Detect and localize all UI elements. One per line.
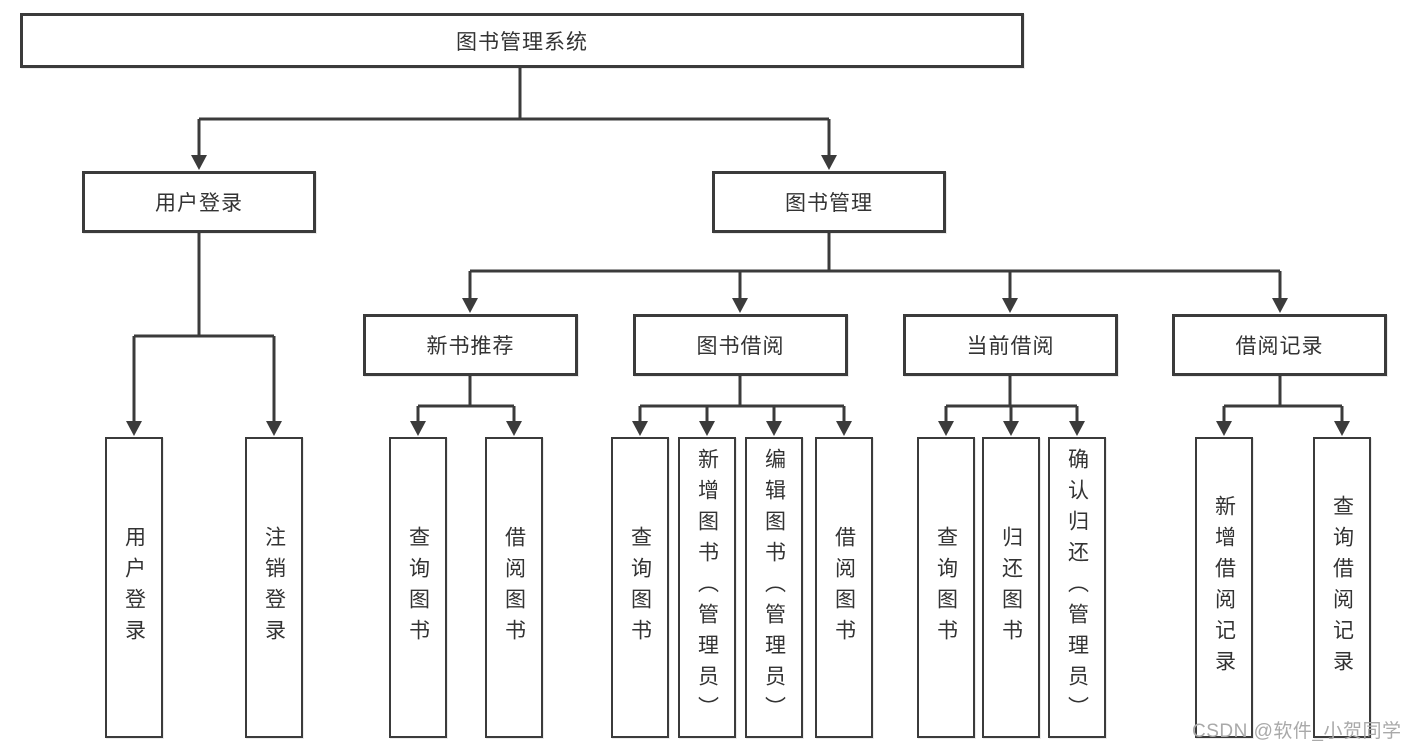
node-system-root-label: 图书管理系统 [456,30,588,54]
node-borrow-records-label: 借阅记录 [1235,335,1324,358]
node-leaf-borrow-books-recommend: 借阅图书 [485,437,543,738]
leaf-label: 编辑图书（管理员） [762,448,786,727]
node-leaf-user-login-action: 用户登录 [105,437,163,738]
node-new-book-recommend-label: 新书推荐 [426,335,515,358]
leaf-label: 新增图书（管理员） [695,448,719,727]
node-current-borrow: 当前借阅 [903,314,1118,376]
node-leaf-query-borrow-record: 查询借阅记录 [1313,437,1371,738]
node-leaf-query-books-current: 查询图书 [917,437,975,738]
node-system-root: 图书管理系统 [20,13,1024,68]
node-book-management-label: 图书管理 [785,192,873,215]
node-user-login-label: 用户登录 [155,192,243,215]
node-leaf-add-books-admin: 新增图书（管理员） [678,437,736,738]
leaf-label: 借阅图书 [832,525,856,650]
leaf-label: 确认归还（管理员） [1065,448,1089,727]
connector-root-to-level2 [191,68,837,170]
leaf-label: 查询借阅记录 [1330,494,1354,681]
leaf-label: 新增借阅记录 [1212,494,1236,681]
node-user-login: 用户登录 [82,171,316,233]
node-leaf-logout-action: 注销登录 [245,437,303,738]
node-leaf-query-books-borrow: 查询图书 [611,437,669,738]
node-book-borrow: 图书借阅 [633,314,848,376]
connector-borrow-records-to-leaves [1216,376,1350,436]
node-leaf-return-books: 归还图书 [982,437,1040,738]
leaf-label: 用户登录 [122,525,146,650]
node-book-borrow-label: 图书借阅 [696,335,785,358]
leaf-label: 借阅图书 [502,525,526,650]
leaf-label: 注销登录 [262,525,286,650]
leaf-label: 归还图书 [999,525,1023,650]
connector-book-management-to-level3 [462,233,1288,313]
leaf-label: 查询图书 [628,525,652,650]
connector-current-borrow-to-leaves [938,376,1085,436]
csdn-watermark: CSDN @软件_小贺同学 [1192,721,1402,742]
node-leaf-add-borrow-record: 新增借阅记录 [1195,437,1253,738]
node-leaf-confirm-return-admin: 确认归还（管理员） [1048,437,1106,738]
node-new-book-recommend: 新书推荐 [363,314,578,376]
node-leaf-edit-books-admin: 编辑图书（管理员） [745,437,803,738]
connector-new-book-recommend-to-leaves [410,376,522,436]
node-book-management: 图书管理 [712,171,946,233]
connector-user-login-to-leaves [126,233,282,436]
node-borrow-records: 借阅记录 [1172,314,1387,376]
node-current-borrow-label: 当前借阅 [966,335,1055,358]
node-leaf-borrow-books: 借阅图书 [815,437,873,738]
leaf-label: 查询图书 [934,525,958,650]
leaf-label: 查询图书 [406,525,430,650]
connector-book-borrow-to-leaves [632,376,852,436]
node-leaf-query-books-recommend: 查询图书 [389,437,447,738]
